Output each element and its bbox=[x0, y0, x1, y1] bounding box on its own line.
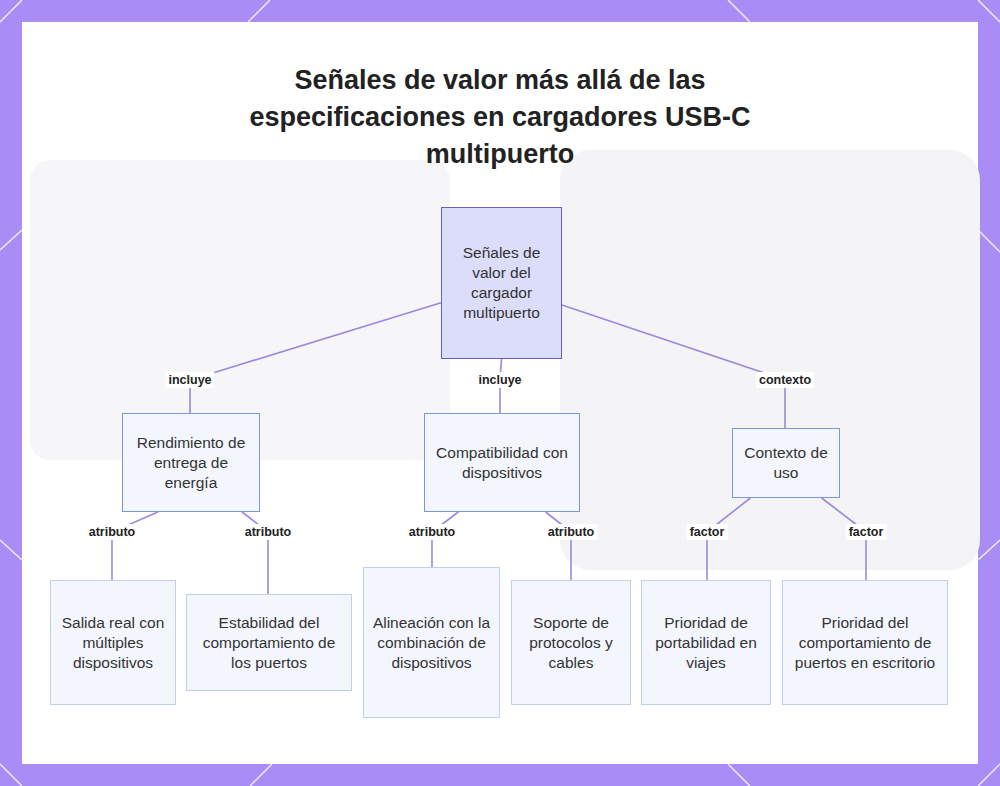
node-text: Señales de valor del cargador multipuert… bbox=[450, 243, 553, 323]
blurred-device bbox=[560, 150, 980, 570]
concept-box: Estabilidad del comportamiento de los pu… bbox=[186, 594, 352, 691]
edge-label: incluye bbox=[165, 372, 214, 388]
connector-line bbox=[112, 512, 158, 580]
concept-box: Rendimiento de entrega de energía bbox=[122, 413, 260, 512]
concept-box: Prioridad del comportamiento de puertos … bbox=[782, 580, 948, 705]
edge-label: incluye bbox=[475, 372, 524, 388]
stripe bbox=[0, 0, 22, 22]
node-text: Rendimiento de entrega de energía bbox=[131, 433, 251, 493]
connector-line bbox=[562, 305, 785, 428]
edge-label: atributo bbox=[406, 524, 459, 540]
edge-label: atributo bbox=[242, 524, 295, 540]
stripe bbox=[250, 764, 272, 786]
edge-label: factor bbox=[687, 524, 728, 540]
connector-line bbox=[546, 512, 571, 580]
concept-box: Prioridad de portabilidad en viajes bbox=[641, 580, 771, 705]
concept-box: Alineación con la combinación de disposi… bbox=[363, 567, 500, 718]
edge-label: atributo bbox=[545, 524, 598, 540]
node-text: Soporte de protocolos y cables bbox=[520, 613, 622, 673]
stripe bbox=[0, 230, 22, 250]
edge-label: contexto bbox=[756, 372, 814, 388]
edge-label: atributo bbox=[86, 524, 139, 540]
stripe bbox=[978, 764, 1000, 786]
node-text: Salida real con múltiples dispositivos bbox=[59, 613, 167, 673]
stripe bbox=[978, 0, 1000, 22]
node-text: Prioridad de portabilidad en viajes bbox=[650, 613, 762, 673]
concept-box: Soporte de protocolos y cables bbox=[511, 580, 631, 705]
concept-box: Salida real con múltiples dispositivos bbox=[50, 580, 176, 705]
diagram-title: Señales de valor más allá de las especif… bbox=[200, 62, 800, 173]
concept-box: Compatibilidad con dispositivos bbox=[424, 413, 580, 512]
stripe bbox=[0, 540, 22, 560]
stripe bbox=[0, 764, 22, 786]
edge-label: factor bbox=[846, 524, 887, 540]
connector-line bbox=[190, 303, 441, 413]
stripe bbox=[978, 540, 1000, 560]
stripe bbox=[728, 764, 750, 786]
node-text: Prioridad del comportamiento de puertos … bbox=[791, 613, 939, 673]
stripe bbox=[248, 0, 270, 22]
node-text: Compatibilidad con dispositivos bbox=[433, 443, 571, 483]
stripe bbox=[978, 230, 1000, 252]
stripe bbox=[728, 0, 750, 22]
concept-box: Contexto de uso bbox=[732, 428, 840, 498]
node-text: Contexto de uso bbox=[741, 443, 831, 483]
root-box: Señales de valor del cargador multipuert… bbox=[441, 207, 562, 359]
node-text: Alineación con la combinación de disposi… bbox=[372, 613, 491, 673]
node-text: Estabilidad del comportamiento de los pu… bbox=[195, 613, 343, 673]
